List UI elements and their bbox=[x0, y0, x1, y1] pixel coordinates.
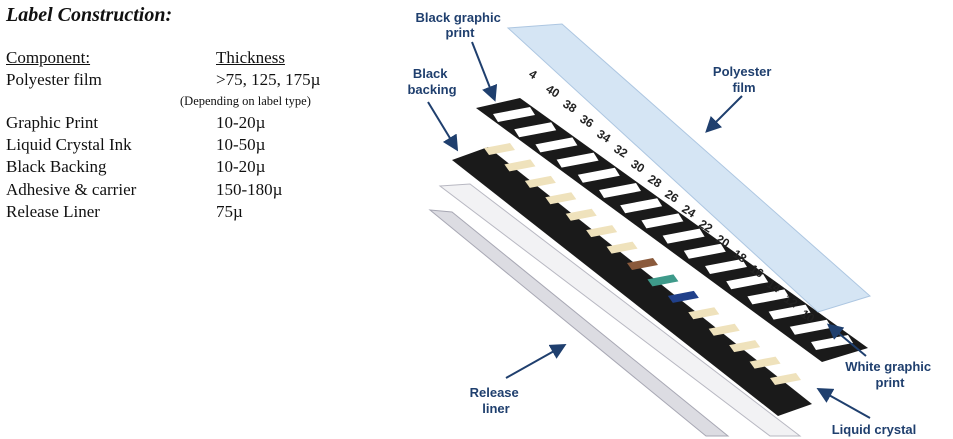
scale-number: 30 bbox=[628, 157, 647, 176]
arrow-black-backing bbox=[427, 101, 459, 152]
crystal-patch bbox=[504, 159, 536, 172]
white-windows bbox=[493, 107, 853, 350]
white-window bbox=[514, 122, 557, 138]
table-row-thickness: 150-180µ bbox=[216, 180, 283, 199]
white-window bbox=[556, 152, 599, 168]
white-window bbox=[599, 183, 641, 198]
crystal-patch bbox=[545, 192, 577, 205]
scale-number: 40 bbox=[543, 82, 562, 101]
scale-number: 28 bbox=[645, 172, 664, 191]
label-black-graphic-print: Black graphic print bbox=[416, 10, 505, 40]
scale-number: 32 bbox=[611, 142, 630, 161]
black-backing-layer bbox=[452, 147, 812, 416]
white-window bbox=[768, 304, 811, 320]
white-window bbox=[683, 243, 726, 259]
white-window bbox=[789, 319, 832, 335]
white-window bbox=[620, 198, 663, 214]
table-row-thickness: 75µ bbox=[216, 202, 243, 221]
label-release-liner: Release liner bbox=[470, 385, 523, 416]
crystal-patch bbox=[729, 340, 761, 353]
crystal-patch bbox=[565, 208, 597, 221]
table-row-thickness: 10-50µ bbox=[216, 135, 266, 154]
carrier-layer bbox=[438, 183, 802, 437]
white-window bbox=[641, 213, 684, 229]
table-row-component: Graphic Print bbox=[6, 113, 99, 132]
scale-number: 38 bbox=[560, 97, 579, 116]
table-row-thickness: >75, 125, 175µ bbox=[216, 70, 321, 89]
label-white-graphic-print: White graphic print bbox=[845, 359, 935, 390]
white-window bbox=[577, 167, 620, 183]
release-liner-layer bbox=[428, 209, 730, 437]
arrow-polyester-film bbox=[705, 95, 743, 133]
page-title: Label Construction: bbox=[6, 4, 173, 26]
table-row-component: Liquid Crystal Ink bbox=[6, 135, 132, 154]
table-row-thickness: 10-20µ bbox=[216, 113, 266, 132]
liquid-crystal-layer bbox=[484, 143, 801, 385]
label-liquid-crystal: Liquid crystal bbox=[832, 422, 917, 437]
arrow-white-graphic-print bbox=[826, 323, 867, 357]
white-window bbox=[662, 228, 705, 244]
crystal-patch bbox=[586, 225, 618, 238]
white-window bbox=[726, 274, 769, 290]
scale-number: 34 bbox=[594, 127, 613, 146]
crystal-patch bbox=[647, 274, 679, 287]
arrow-release-liner bbox=[505, 344, 567, 379]
crystal-patch bbox=[688, 307, 720, 320]
column-header-component: Component: bbox=[6, 48, 91, 67]
table-row-component: Adhesive & carrier bbox=[6, 180, 137, 199]
white-window bbox=[535, 137, 578, 153]
crystal-patch bbox=[606, 241, 638, 254]
table-row-component: Release Liner bbox=[6, 202, 100, 221]
scale-number: 36 bbox=[577, 112, 596, 131]
thickness-note: (Depending on label type) bbox=[180, 94, 311, 108]
arrow-black-graphic-print bbox=[471, 41, 498, 102]
crystal-patch bbox=[667, 290, 699, 303]
table-row-component: Black Backing bbox=[6, 157, 107, 176]
polyester-film-layer bbox=[506, 23, 871, 313]
scale-number: 4 bbox=[526, 67, 539, 83]
crystal-patch bbox=[749, 356, 781, 369]
label-polyester-film: Polyester film bbox=[713, 64, 775, 95]
crystal-patch bbox=[770, 373, 801, 385]
white-window bbox=[747, 289, 790, 305]
crystal-patch bbox=[484, 143, 515, 155]
white-window bbox=[705, 259, 747, 274]
table-row-thickness: 10-20µ bbox=[216, 157, 266, 176]
crystal-patch bbox=[524, 175, 556, 188]
table-row-component: Polyester film bbox=[6, 70, 102, 89]
crystal-patch bbox=[708, 323, 740, 336]
arrow-liquid-crystal bbox=[816, 388, 871, 419]
crystal-patch bbox=[627, 258, 658, 270]
white-window bbox=[493, 107, 535, 122]
column-header-thickness: Thickness bbox=[216, 48, 285, 67]
label-black-backing: Black backing bbox=[407, 66, 456, 97]
